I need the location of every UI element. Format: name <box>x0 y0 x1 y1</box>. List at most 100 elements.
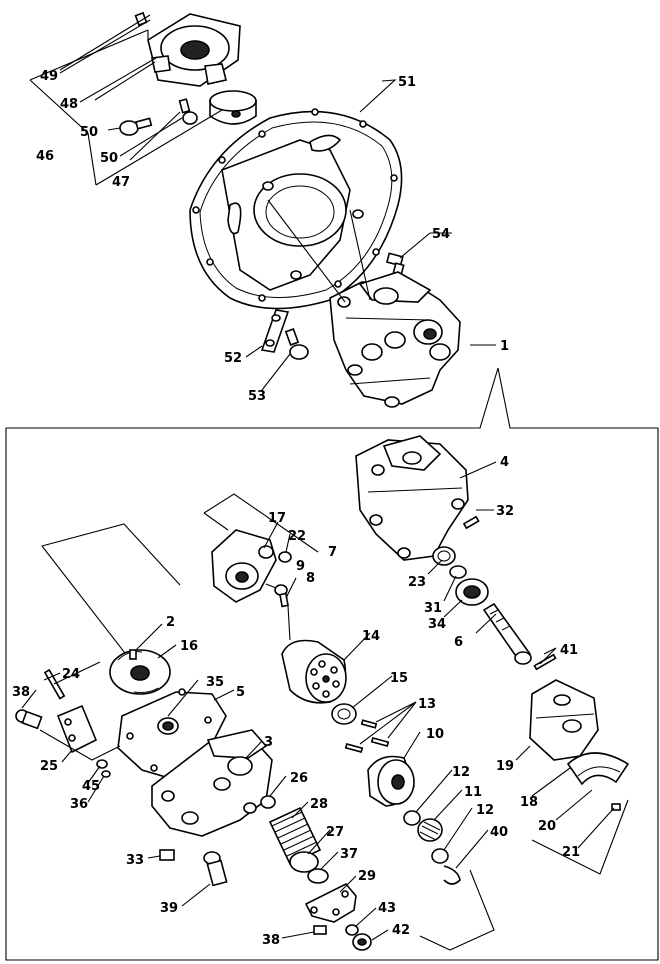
callout-14: 14 <box>362 629 380 644</box>
callout-50a: 50 <box>80 125 98 140</box>
callout-10: 10 <box>426 727 444 742</box>
callout-26: 26 <box>290 771 308 786</box>
callout-5: 5 <box>236 685 245 700</box>
spring-seat <box>278 551 292 563</box>
thrust-washer-b <box>431 848 449 864</box>
swash-plate <box>529 679 599 761</box>
plug-26 <box>260 795 276 809</box>
seal-37 <box>307 868 329 884</box>
dowel-pin <box>462 515 480 530</box>
callout-35: 35 <box>206 675 224 690</box>
screw-38a <box>15 709 43 730</box>
bracket-40-42 <box>419 869 495 951</box>
drive-shaft <box>482 602 532 665</box>
adapter-flange <box>189 108 403 310</box>
callout-33: 33 <box>126 853 144 868</box>
thrust-washer-a <box>403 810 421 826</box>
bolt-50a <box>119 117 153 136</box>
callout-36: 36 <box>70 797 88 812</box>
callout-24: 24 <box>62 667 80 682</box>
callout-12b: 12 <box>476 803 494 818</box>
pins-13 <box>344 701 417 753</box>
detail-frame <box>5 367 659 961</box>
coupling-half <box>147 13 241 87</box>
callout-41: 41 <box>560 643 578 658</box>
leader-lines <box>21 19 615 941</box>
callout-3: 3 <box>264 735 273 750</box>
screw-38b <box>313 925 327 935</box>
callout-50b: 50 <box>100 151 118 166</box>
callout-32: 32 <box>496 504 514 519</box>
callout-38b: 38 <box>262 933 280 948</box>
callout-18: 18 <box>520 795 538 810</box>
nut-42 <box>352 933 372 951</box>
callout-46: 46 <box>36 149 54 164</box>
rear-cover <box>355 435 469 561</box>
callout-28: 28 <box>310 797 328 812</box>
roller-bearing <box>367 755 415 807</box>
callout-37: 37 <box>340 847 358 862</box>
lock-plate <box>260 309 290 353</box>
shaft-seal <box>432 546 456 566</box>
snap-ring <box>443 865 461 885</box>
ball-bearing <box>455 578 489 606</box>
thrust-shoe <box>566 752 630 786</box>
callout-15: 15 <box>390 671 408 686</box>
bracket-7 <box>203 493 319 553</box>
callout-19: 19 <box>496 759 514 774</box>
callout-17: 17 <box>268 511 286 526</box>
callout-labels: 49 48 50 46 50 47 51 54 1 52 53 4 32 17 … <box>12 69 580 948</box>
retaining-ring <box>449 565 467 579</box>
valve-plate <box>109 649 171 695</box>
plug-33 <box>159 849 175 861</box>
gear-pump-assembly <box>329 271 461 408</box>
callout-52: 52 <box>224 351 242 366</box>
spool-27 <box>289 851 319 873</box>
callout-6: 6 <box>454 635 463 650</box>
elastic-element <box>209 90 257 125</box>
callout-16: 16 <box>180 639 198 654</box>
alignment-lines-top <box>267 199 371 303</box>
callout-4: 4 <box>500 455 509 470</box>
callout-22: 22 <box>288 529 306 544</box>
callout-11: 11 <box>464 785 482 800</box>
bolt-50b <box>178 98 198 125</box>
callout-12a: 12 <box>452 765 470 780</box>
callout-53: 53 <box>248 389 266 404</box>
callout-51: 51 <box>398 75 416 90</box>
callout-42: 42 <box>392 923 410 938</box>
washer-43 <box>345 924 359 936</box>
callout-27: 27 <box>326 825 344 840</box>
callout-13: 13 <box>418 697 436 712</box>
adjuster-bracket <box>56 704 98 754</box>
callout-9: 9 <box>296 559 305 574</box>
callout-38a: 38 <box>12 685 30 700</box>
coil-spring <box>268 806 322 866</box>
callout-29: 29 <box>358 869 376 884</box>
callout-39: 39 <box>160 901 178 916</box>
key-pin <box>533 653 557 671</box>
bracket-18-21 <box>531 799 629 875</box>
callout-34: 34 <box>428 617 446 632</box>
callout-43: 43 <box>378 901 396 916</box>
callout-31: 31 <box>424 601 442 616</box>
callout-23: 23 <box>408 575 426 590</box>
group-bracket-top <box>29 14 223 186</box>
pin-2 <box>129 649 137 660</box>
callout-21: 21 <box>562 845 580 860</box>
lines-24-25 <box>39 661 121 761</box>
nut-45 <box>96 759 108 769</box>
callout-1: 1 <box>500 339 509 354</box>
bolt-39 <box>203 851 228 887</box>
callout-8: 8 <box>306 571 315 586</box>
washer-36 <box>101 770 111 778</box>
callout-40: 40 <box>490 825 508 840</box>
cover-plate <box>304 883 357 923</box>
valve-housing <box>151 729 273 837</box>
cylinder-block <box>281 605 347 704</box>
callout-47: 47 <box>112 175 130 190</box>
callout-25: 25 <box>40 759 58 774</box>
plunger-holder <box>211 529 277 603</box>
